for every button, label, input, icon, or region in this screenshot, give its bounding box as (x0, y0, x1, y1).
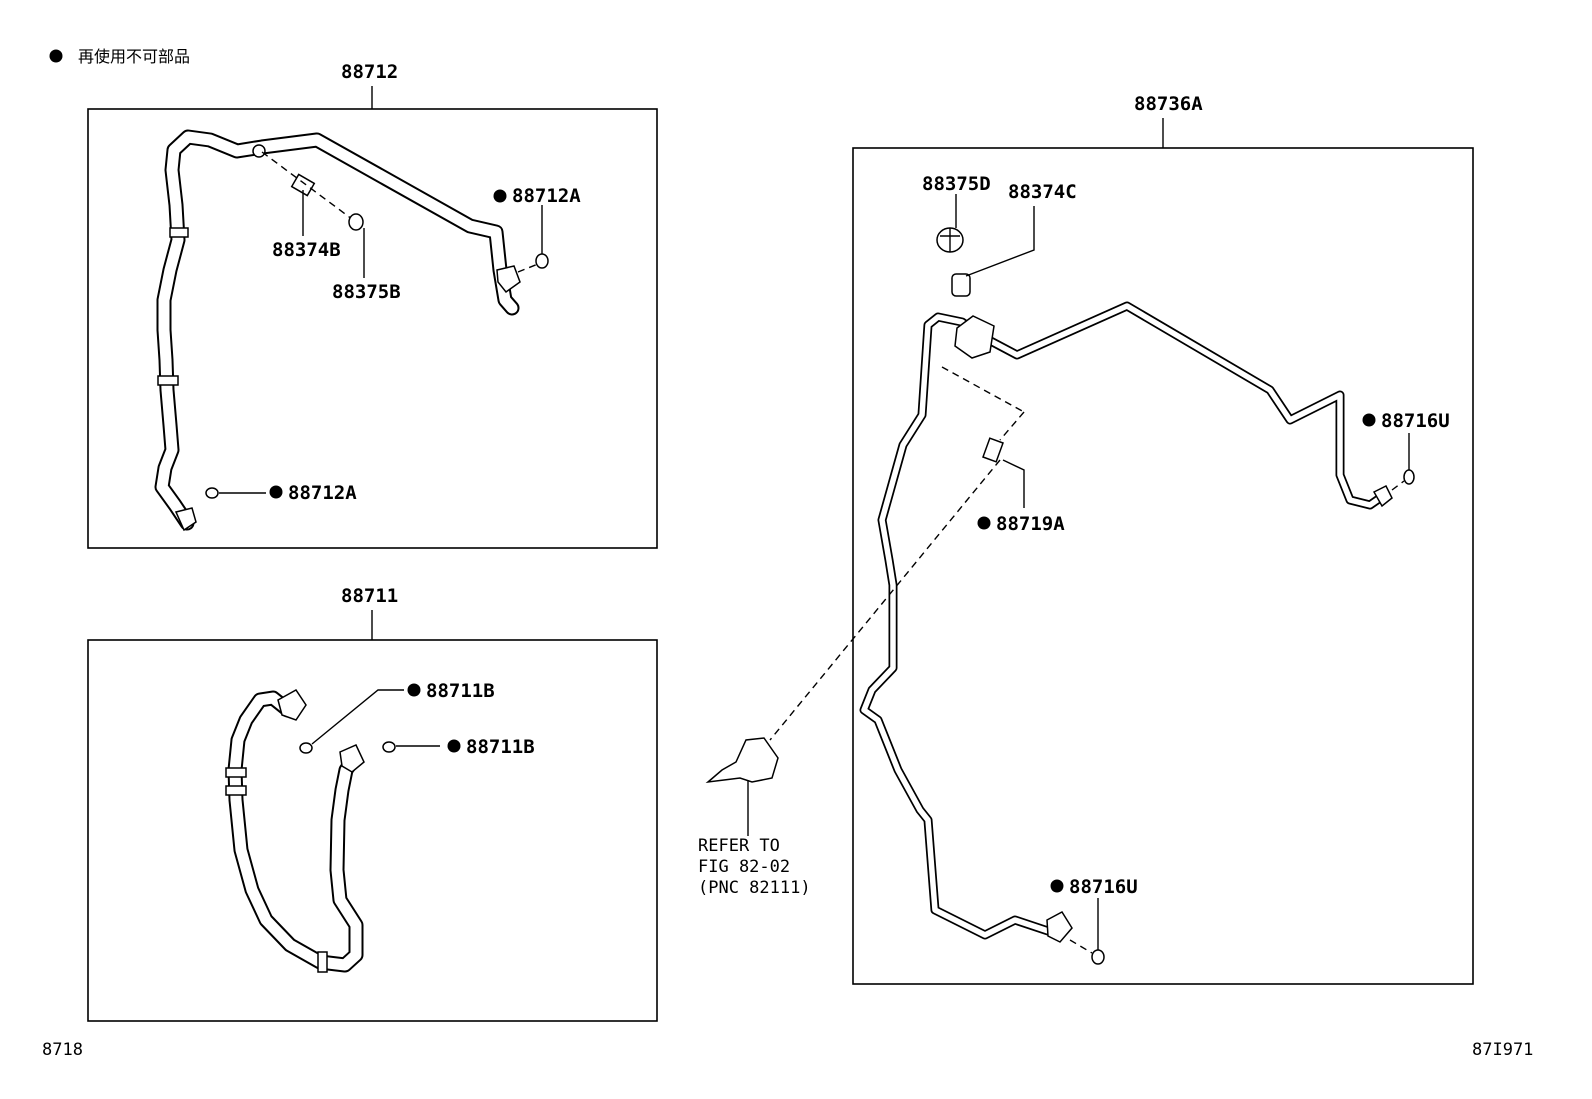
group-88736a-label[interactable]: 88736A (1134, 93, 1203, 115)
valve-88374b-icon[interactable] (290, 173, 316, 197)
group-88711-frame (87, 639, 658, 1022)
part-88712a-top-label[interactable]: 88712A (512, 185, 581, 207)
cap-88375b-icon[interactable] (348, 213, 364, 231)
sensor-88719a-icon[interactable] (982, 437, 1004, 463)
o-ring-88716u-top-icon[interactable] (1403, 469, 1415, 485)
group-88712-frame (87, 108, 658, 549)
tube-88736a[interactable] (859, 301, 1388, 940)
part-88712a-bottom-label[interactable]: 88712A (288, 482, 357, 504)
refer-line3: (PNC 82111) (698, 878, 811, 898)
valve-88374c-icon[interactable] (951, 273, 971, 297)
o-ring-88711b-right-icon[interactable] (382, 741, 396, 753)
o-ring-88712a-bottom-icon[interactable] (205, 487, 219, 499)
group-88736a: 88736A 88375D 88374C 88719A 88716U (852, 93, 1474, 985)
part-88374c-label[interactable]: 88374C (1008, 181, 1077, 203)
footer-right-code: 87I971 (1472, 1040, 1533, 1060)
part-88716u-top-label[interactable]: 88716U (1381, 410, 1450, 432)
part-88719a-label[interactable]: 88719A (996, 513, 1065, 535)
part-88711b-left-label[interactable]: 88711B (426, 680, 495, 702)
part-88711b-right-label[interactable]: 88711B (466, 736, 535, 758)
group-88711: 88711 88711B 88711B (87, 585, 658, 1022)
group-88711-label[interactable]: 88711 (341, 585, 398, 607)
refer-line2: FIG 82-02 (698, 857, 790, 877)
o-ring-88712a-top-icon[interactable] (535, 253, 549, 269)
refer-line1: REFER TO (698, 836, 780, 856)
part-88374b-label[interactable]: 88374B (272, 239, 341, 261)
non-reusable-dot-icon (49, 49, 63, 63)
hose-88712[interactable] (154, 129, 520, 531)
refer-connector: REFER TO FIG 82-02 (PNC 82111) (698, 459, 1001, 898)
o-ring-88716u-bottom-icon[interactable] (1091, 949, 1105, 965)
part-88375b-label[interactable]: 88375B (332, 281, 401, 303)
connector-82111-icon[interactable] (705, 737, 779, 784)
o-ring-88711b-left-icon[interactable] (299, 742, 313, 754)
group-88712: 88712 88374B 88375B 88712A 88712A (87, 61, 658, 549)
part-88375d-label[interactable]: 88375D (922, 173, 991, 195)
legend-text: 再使用不可部品 (78, 47, 190, 66)
part-88716u-bottom-label[interactable]: 88716U (1069, 876, 1138, 898)
group-88712-label[interactable]: 88712 (341, 61, 398, 83)
group-88736a-frame (852, 147, 1474, 985)
footer-left-code: 8718 (42, 1040, 83, 1060)
